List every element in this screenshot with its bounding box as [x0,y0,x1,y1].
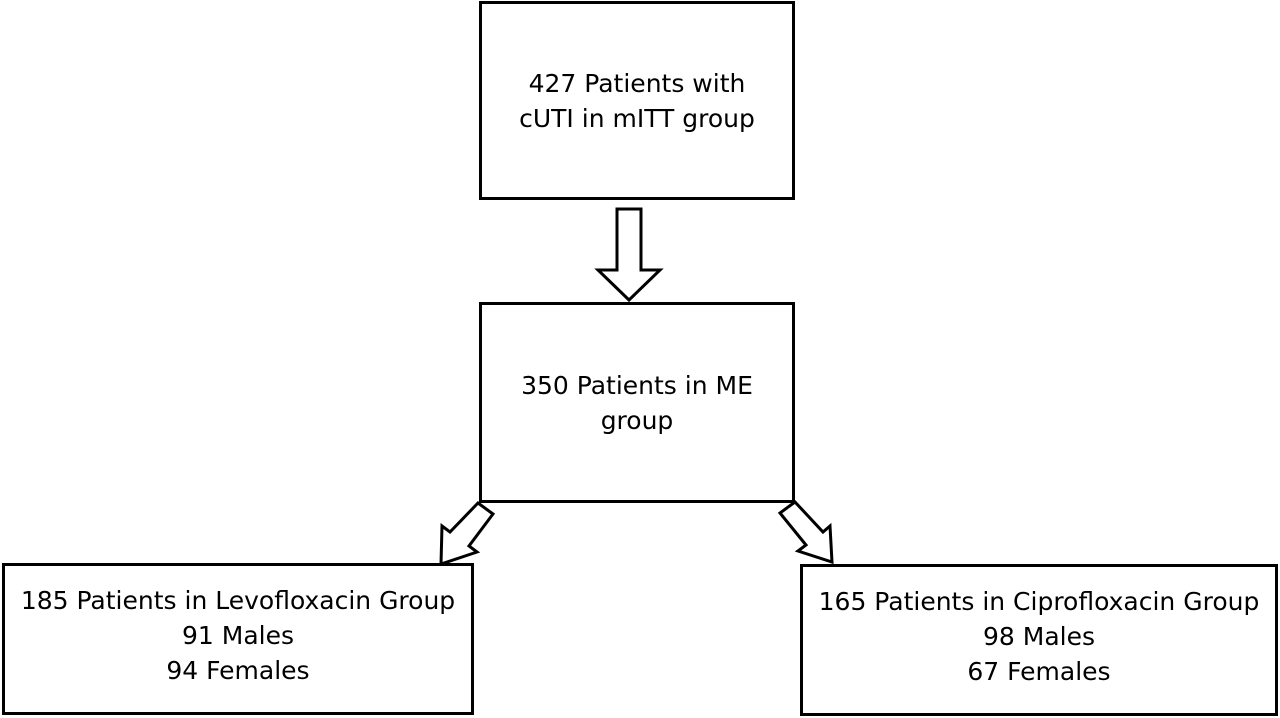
me-group-box: 350 Patients in ME group [479,302,795,503]
ciprofloxacin-group-title: 165 Patients in Ciprofloxacin Group [818,587,1260,616]
left-diagonal-arrow-icon [439,501,496,567]
mitt-group-line1: 427 Patients with [528,68,746,98]
down-arrow-icon [594,207,664,303]
ciprofloxacin-group-box: 165 Patients in Ciprofloxacin Group 98 M… [800,564,1278,716]
me-group-line1: 350 Patients in ME [521,370,753,400]
levofloxacin-group-box: 185 Patients in Levofloxacin Group 91 Ma… [2,563,474,715]
levofloxacin-group-title: 185 Patients in Levofloxacin Group [20,586,456,615]
right-diagonal-arrow-icon [777,500,834,565]
levofloxacin-males: 91 Males [182,621,294,650]
me-group-line2: group [600,405,674,435]
ciprofloxacin-females: 67 Females [967,657,1111,686]
ciprofloxacin-males: 98 Males [983,622,1095,651]
mitt-group-line2: cUTI in mITT group [519,103,755,133]
levofloxacin-females: 94 Females [166,656,310,685]
mitt-group-box: 427 Patients with cUTI in mITT group [479,1,795,200]
